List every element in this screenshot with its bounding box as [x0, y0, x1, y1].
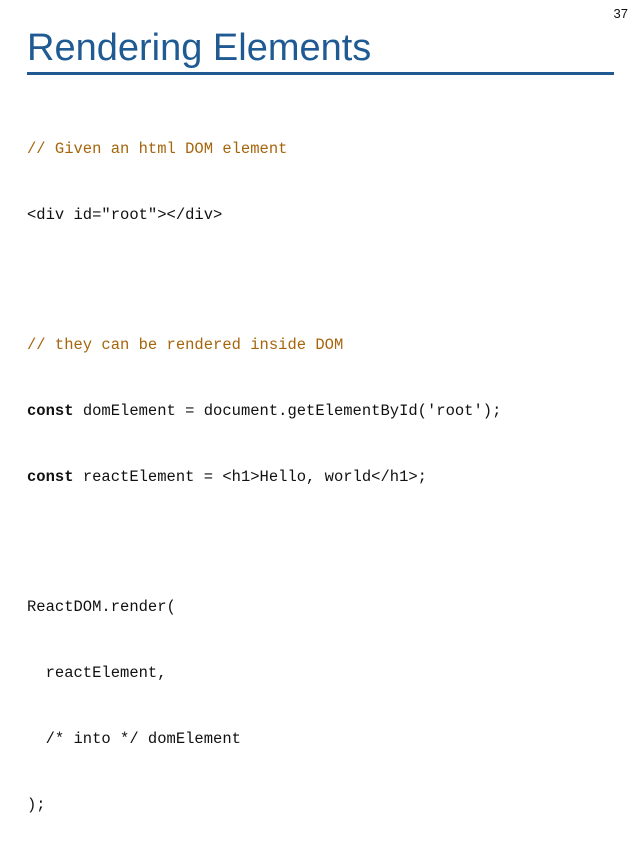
- code-text: domElement = document.getElementById('ro…: [73, 402, 502, 420]
- slide-title: Rendering Elements: [27, 27, 372, 69]
- code-line-6: const reactElement = <h1>Hello, world</h…: [27, 466, 501, 488]
- page-number: 37: [613, 6, 628, 21]
- code-keyword: const: [27, 468, 74, 486]
- code-text: <div id="root"></div>: [27, 206, 223, 224]
- code-text: reactElement = <h1>Hello, world</h1>;: [73, 468, 427, 486]
- code-text: reactElement,: [27, 664, 167, 682]
- code-text: /* into */ domElement: [27, 730, 241, 748]
- code-line-blank: [27, 270, 501, 290]
- code-line-11: );: [27, 794, 501, 816]
- code-comment: // they can be rendered inside DOM: [27, 336, 344, 354]
- code-line-10: /* into */ domElement: [27, 728, 501, 750]
- code-text: );: [27, 796, 46, 814]
- code-block: // Given an html DOM element <div id="ro…: [27, 94, 501, 860]
- code-text: ReactDOM.render(: [27, 598, 176, 616]
- code-comment: // Given an html DOM element: [27, 140, 288, 158]
- code-line-2: <div id="root"></div>: [27, 204, 501, 226]
- code-line-4: // they can be rendered inside DOM: [27, 334, 501, 356]
- code-line-blank: [27, 532, 501, 552]
- code-line-1: // Given an html DOM element: [27, 138, 501, 160]
- title-underline: [27, 72, 614, 75]
- slide: 37 Rendering Elements // Given an html D…: [27, 6, 628, 814]
- code-line-9: reactElement,: [27, 662, 501, 684]
- code-line-8: ReactDOM.render(: [27, 596, 501, 618]
- code-line-5: const domElement = document.getElementBy…: [27, 400, 501, 422]
- code-keyword: const: [27, 402, 74, 420]
